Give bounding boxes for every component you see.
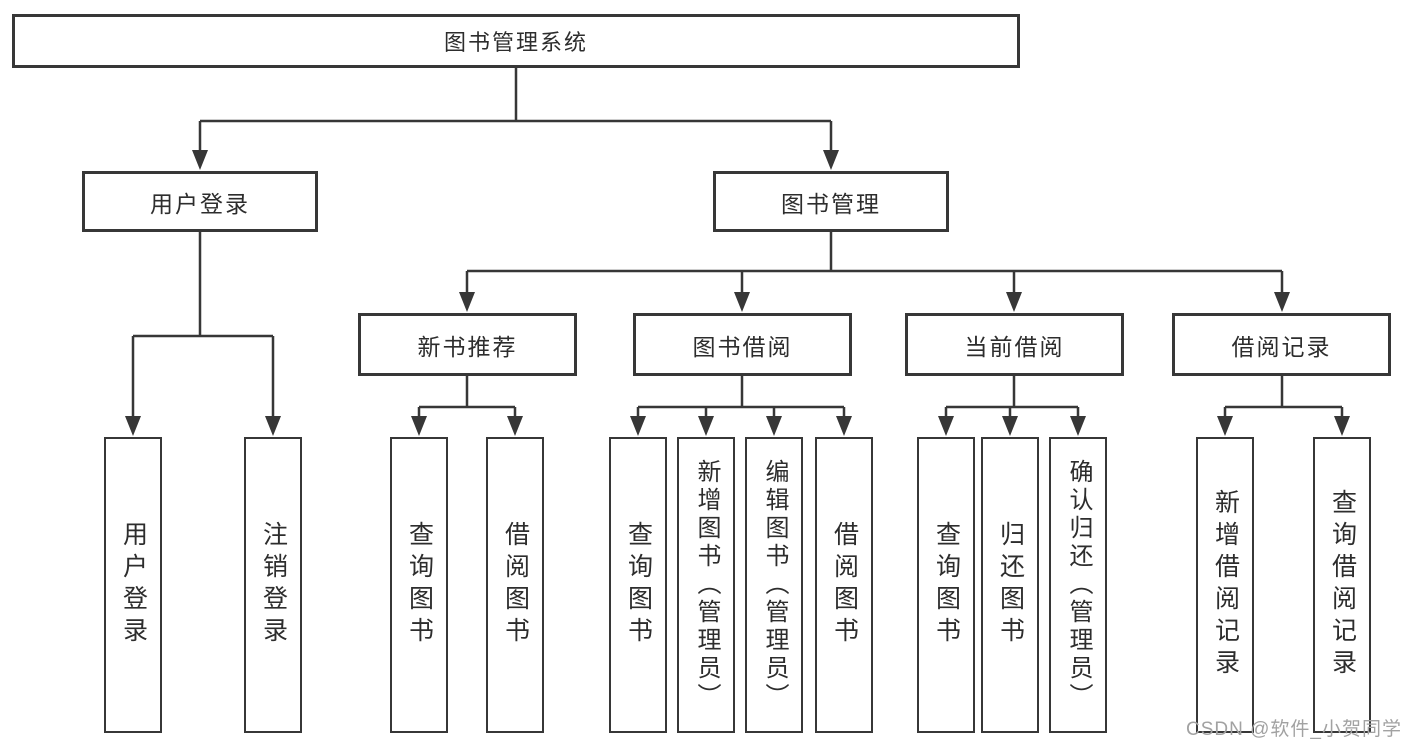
node-label: 查询图书 [932, 521, 961, 649]
node-label: 借阅记录 [1231, 333, 1332, 360]
node-label: 图书管理系统 [443, 30, 588, 55]
node-book-management: 图书管理 [713, 171, 949, 232]
node-user-login: 用户登录 [82, 171, 318, 232]
leaf-query-borrow-record: 查询借阅记录 [1313, 437, 1371, 733]
node-label: 借阅图书 [501, 521, 530, 649]
node-label: 借阅图书 [830, 521, 859, 649]
leaf-borrow-books: 借阅图书 [815, 437, 873, 733]
node-new-book-recommendation: 新书推荐 [358, 313, 577, 376]
node-current-borrowing: 当前借阅 [905, 313, 1124, 376]
arrowheads [125, 150, 1350, 436]
node-label: 图书借阅 [692, 333, 793, 360]
node-label: 新增借阅记录 [1211, 489, 1240, 681]
leaf-return-books: 归还图书 [981, 437, 1039, 733]
node-label: 用户登录 [119, 521, 148, 649]
leaf-query-books-borrowing: 查询图书 [609, 437, 667, 733]
leaf-confirm-return-admin: 确认归还（管理员） [1049, 437, 1107, 733]
node-label: 新增图书（管理员） [693, 459, 720, 711]
leaf-query-books-recommend: 查询图书 [390, 437, 448, 733]
node-label: 图书管理 [781, 190, 881, 217]
node-label: 用户登录 [150, 190, 250, 217]
leaf-add-book-admin: 新增图书（管理员） [677, 437, 735, 733]
node-label: 新书推荐 [417, 333, 518, 360]
leaf-logout: 注销登录 [244, 437, 302, 733]
node-label: 查询借阅记录 [1328, 489, 1357, 681]
csdn-watermark: CSDN @软件_小贺同学 [1186, 719, 1402, 740]
leaf-add-borrow-record: 新增借阅记录 [1196, 437, 1254, 733]
node-book-borrowing: 图书借阅 [633, 313, 852, 376]
node-label: 归还图书 [996, 521, 1025, 649]
leaf-user-login: 用户登录 [104, 437, 162, 733]
node-borrowing-records: 借阅记录 [1172, 313, 1391, 376]
node-library-management-system: 图书管理系统 [12, 14, 1020, 68]
node-label: 注销登录 [259, 521, 288, 649]
node-label: 编辑图书（管理员） [761, 459, 788, 711]
node-label: 查询图书 [405, 521, 434, 649]
node-label: 当前借阅 [964, 333, 1065, 360]
leaf-borrow-books-recommend: 借阅图书 [486, 437, 544, 733]
node-label: 查询图书 [624, 521, 653, 649]
node-label: 确认归还（管理员） [1065, 459, 1092, 711]
leaf-edit-book-admin: 编辑图书（管理员） [745, 437, 803, 733]
leaf-query-books-current: 查询图书 [917, 437, 975, 733]
